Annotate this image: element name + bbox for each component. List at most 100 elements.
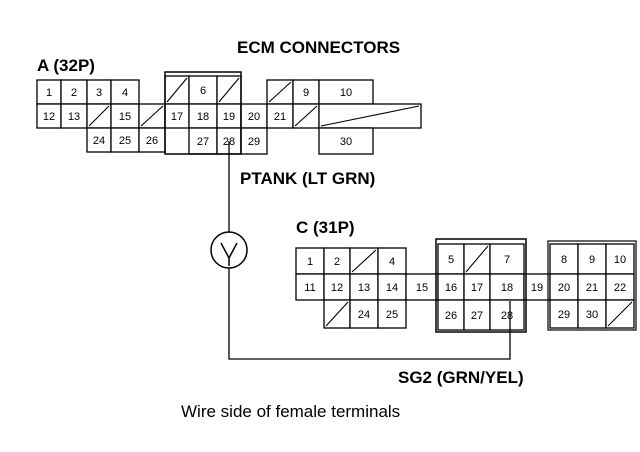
unused-terminal-mark: [607, 301, 633, 327]
terminal-cell: [489, 273, 525, 301]
terminal-number: 18: [197, 111, 209, 123]
terminal-number: 12: [331, 282, 343, 294]
terminal-number: 26: [146, 135, 158, 147]
terminal-number: 28: [501, 310, 513, 322]
terminal-number: 6: [200, 85, 206, 97]
unused-terminal-mark: [351, 249, 377, 273]
terminal-number: 2: [334, 256, 340, 268]
unused-terminal-mark: [268, 81, 292, 103]
terminal-cell: [188, 75, 218, 105]
terminal-number: 14: [386, 282, 398, 294]
terminal-number: 22: [614, 282, 626, 294]
terminal-number: 13: [358, 282, 370, 294]
terminal-number: 25: [119, 135, 131, 147]
terminal-number: 30: [586, 309, 598, 321]
connector-c-key-housing: [435, 238, 527, 333]
terminal-cell: [489, 299, 525, 331]
terminal-number: 4: [122, 87, 128, 99]
terminal-number: 16: [445, 282, 457, 294]
terminal-number: 10: [340, 87, 352, 99]
terminal-number: 10: [614, 254, 626, 266]
terminal-cell: [138, 127, 166, 153]
terminal-cell: [463, 273, 491, 301]
terminal-number: 20: [248, 111, 260, 123]
terminal-number: 8: [561, 254, 567, 266]
terminal-number: 21: [274, 111, 286, 123]
terminal-number: 17: [171, 111, 183, 123]
terminal-number: 3: [96, 87, 102, 99]
terminal-number: 1: [307, 256, 313, 268]
unused-terminal-mark: [166, 77, 188, 103]
connector-c-right-housing: [547, 240, 637, 331]
terminal-number: 1: [46, 87, 52, 99]
terminal-cell: [549, 243, 579, 275]
unused-terminal-mark: [294, 105, 318, 127]
terminal-number: 5: [448, 254, 454, 266]
connector-a-key-housing: [164, 71, 242, 155]
connector-c-label: C (31P): [296, 218, 355, 237]
terminal-number: 2: [71, 87, 77, 99]
terminal-number: 13: [68, 111, 80, 123]
terminal-number: 9: [303, 87, 309, 99]
terminal-cell: [437, 273, 465, 301]
terminal-cell: [110, 103, 140, 129]
terminal-number: 7: [504, 254, 510, 266]
diagram-title: ECM CONNECTORS: [237, 38, 400, 57]
unused-terminal-mark: [218, 77, 240, 103]
terminal-cell: [295, 247, 325, 275]
unused-terminal-mark: [465, 245, 489, 273]
voltmeter: [210, 231, 248, 269]
terminal-cell: [323, 273, 351, 301]
terminal-number: 9: [589, 254, 595, 266]
terminal-cell: [295, 273, 325, 301]
terminal-number: 29: [558, 309, 570, 321]
terminal-number: 20: [558, 282, 570, 294]
terminal-number: 27: [471, 310, 483, 322]
terminal-cell: [318, 127, 374, 155]
terminal-number: 11: [304, 282, 315, 294]
terminal-number: 24: [358, 309, 370, 321]
terminal-number: 15: [119, 111, 131, 123]
connector-a-label: A (32P): [37, 56, 95, 75]
terminal-number: 30: [340, 136, 352, 148]
terminal-cell: [577, 299, 607, 329]
terminal-number: 18: [501, 282, 513, 294]
terminal-cell: [318, 79, 374, 105]
terminal-cell: [489, 243, 525, 275]
terminal-number: 29: [248, 136, 260, 148]
terminal-number: 17: [471, 282, 483, 294]
sg2-wire-label: SG2 (GRN/YEL): [398, 368, 524, 387]
terminal-number: 4: [389, 256, 395, 268]
unused-terminal-mark: [140, 105, 164, 127]
terminal-cell: [349, 273, 379, 301]
terminal-cell: [164, 103, 190, 129]
terminal-cell: [377, 299, 407, 329]
terminal-cell: [463, 299, 491, 331]
terminal-number: 19: [531, 282, 543, 294]
terminal-number: 19: [223, 111, 235, 123]
terminal-cell: [349, 299, 379, 329]
unused-terminal-mark: [88, 105, 110, 127]
terminal-cell: [60, 103, 88, 129]
terminal-cell: [323, 247, 351, 275]
terminal-cell: [523, 273, 551, 301]
terminal-number: 15: [416, 282, 428, 294]
terminal-cell: [86, 127, 112, 153]
terminal-number: 26: [445, 310, 457, 322]
sg2-wire: [228, 268, 511, 360]
terminal-number: 21: [586, 282, 598, 294]
caption: Wire side of female terminals: [181, 402, 400, 421]
terminal-cell: [577, 273, 607, 301]
terminal-cell: [605, 243, 635, 275]
terminal-number: 12: [43, 111, 55, 123]
ptank-wire-label: PTANK (LT GRN): [240, 169, 375, 188]
terminal-cell: [110, 127, 140, 153]
terminal-cell: [377, 247, 407, 275]
terminal-number: 27: [197, 136, 209, 148]
unused-terminal-mark: [325, 301, 349, 327]
terminal-number: 25: [386, 309, 398, 321]
voltmeter-symbol: [220, 242, 238, 266]
